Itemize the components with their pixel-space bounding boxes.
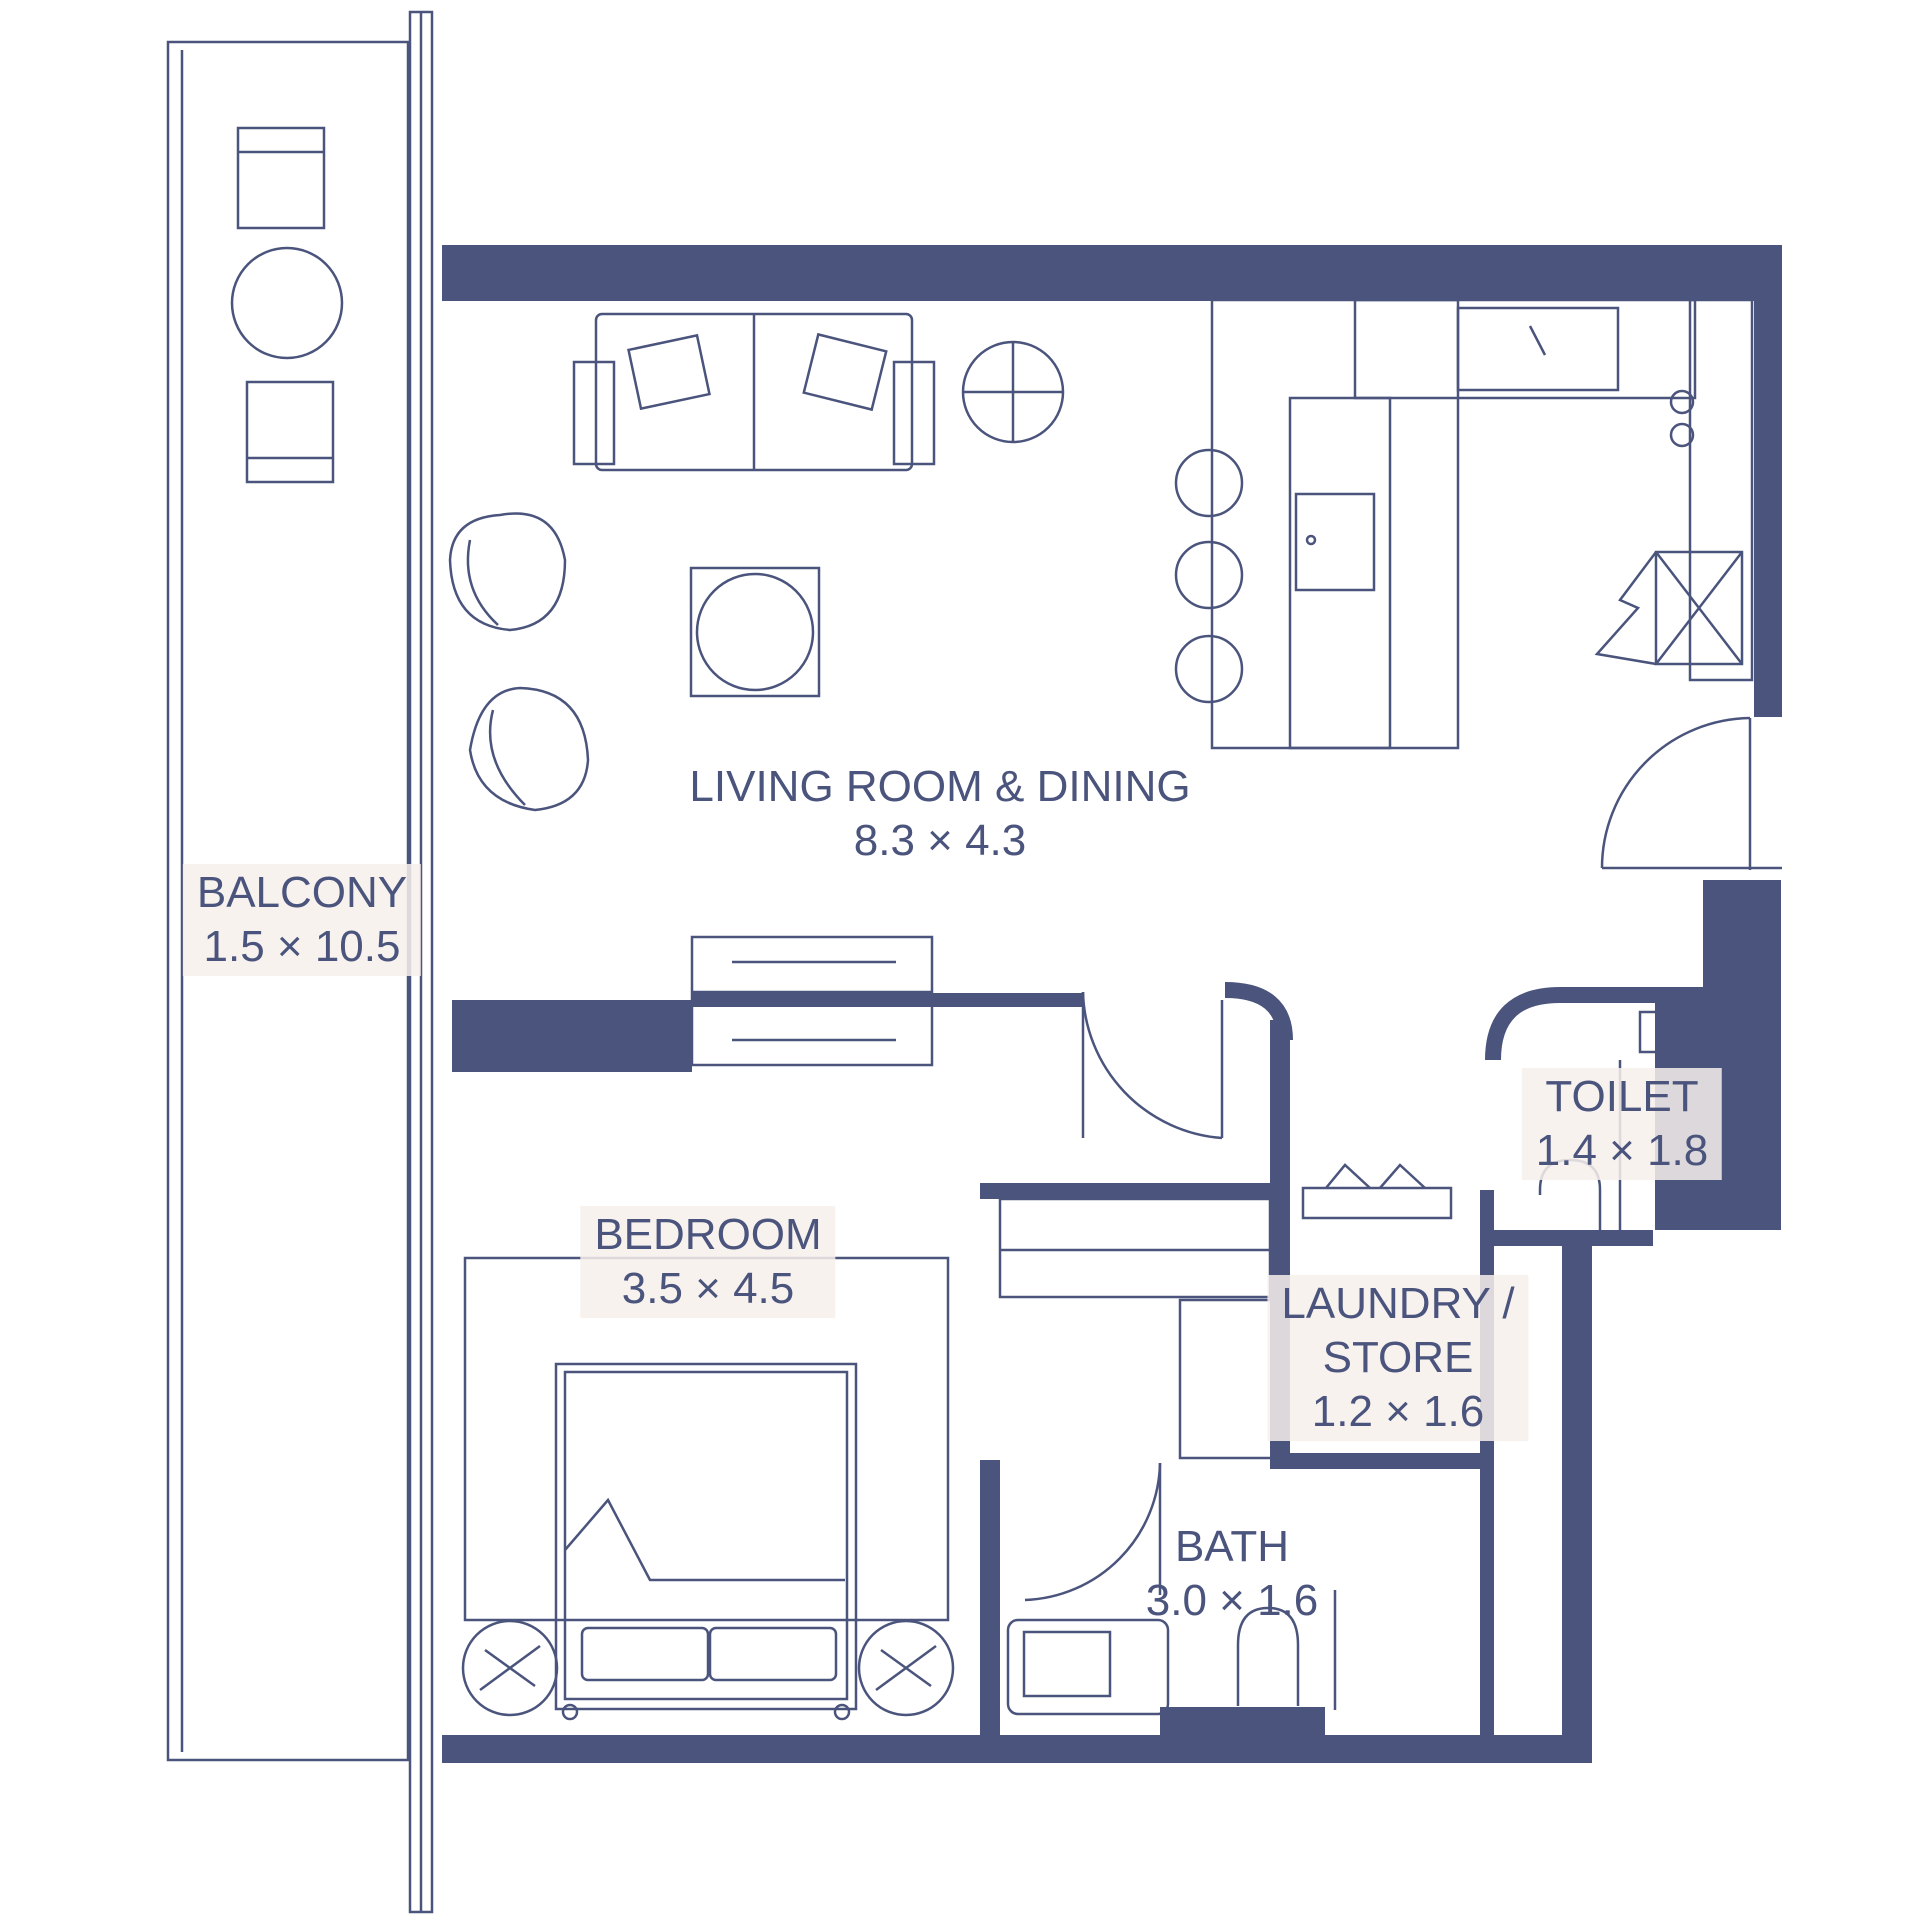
wall-bath-top xyxy=(1270,1453,1480,1469)
bath-vanity xyxy=(1006,1618,1170,1716)
wall-right-upper xyxy=(1754,245,1782,717)
wall-toilet-left xyxy=(1480,1190,1494,1735)
bar-stools xyxy=(1174,448,1244,704)
bath-toilet xyxy=(1236,1590,1337,1710)
wall-toilet-bottom xyxy=(1493,1230,1653,1246)
wardrobe xyxy=(998,1197,1277,1460)
wall-bed-living-left xyxy=(452,1000,692,1072)
balcony-size: 1.5 × 10.5 xyxy=(203,922,401,971)
bedroom-name: BEDROOM xyxy=(594,1210,822,1259)
nightstand-left xyxy=(461,1619,559,1717)
nightstand-right xyxy=(857,1619,955,1717)
balcony-chair-top xyxy=(236,126,326,230)
bedroom-label: BEDROOM 3.5 × 4.5 xyxy=(580,1206,836,1318)
walls xyxy=(442,245,1782,1763)
bath-size: 3.0 × 1.6 xyxy=(1145,1576,1319,1625)
wall-curve-laundry xyxy=(1224,982,1293,1041)
toilet-size: 1.4 × 1.8 xyxy=(1535,1126,1709,1175)
coffee-table xyxy=(689,566,821,698)
bed xyxy=(554,1362,858,1721)
bedroom-size: 3.5 × 4.5 xyxy=(621,1264,795,1313)
wall-wardrobe-top xyxy=(980,1183,1270,1199)
tv-console xyxy=(690,935,934,1067)
bath-label: BATH 3.0 × 1.6 xyxy=(1146,1520,1318,1628)
toilet-name: TOILET xyxy=(1545,1072,1699,1121)
kitchen-counter xyxy=(1353,298,1754,682)
living-room-size: 8.3 × 4.3 xyxy=(853,816,1027,865)
laundry-label: LAUNDRY / STORE 1.2 × 1.6 xyxy=(1267,1275,1529,1441)
fridge xyxy=(1594,550,1744,666)
kitchen-island xyxy=(1210,298,1460,750)
armchair-2 xyxy=(468,686,590,812)
laundry-size: 1.2 × 1.6 xyxy=(1311,1387,1485,1436)
laundry-shelves xyxy=(1301,1163,1453,1220)
bedroom-door xyxy=(1081,991,1224,1140)
armchair-1 xyxy=(448,512,567,632)
bath-door xyxy=(1024,1462,1162,1602)
wall-right-bottom xyxy=(1562,1245,1592,1763)
laundry-name: LAUNDRY / xyxy=(1281,1279,1515,1328)
balcony-label: BALCONY 1.5 × 10.5 xyxy=(182,864,422,976)
sofa xyxy=(572,312,936,472)
bath-name: BATH xyxy=(1174,1522,1290,1571)
laundry-name-2: STORE xyxy=(1322,1333,1474,1382)
balcony-table xyxy=(230,246,344,360)
living-room-name: LIVING ROOM & DINING xyxy=(689,762,1191,811)
balcony-chair-bottom xyxy=(245,380,335,484)
side-table xyxy=(961,340,1065,444)
entry-door xyxy=(1600,716,1782,870)
wall-bath-left xyxy=(980,1460,1000,1735)
wall-bed-living xyxy=(692,993,1084,1007)
balcony-name: BALCONY xyxy=(196,868,408,917)
toilet-label: TOILET 1.4 × 1.8 xyxy=(1521,1068,1723,1180)
wall-curve-toilet xyxy=(1485,987,1705,1061)
wall-top xyxy=(442,245,1782,301)
bath-counter-base xyxy=(1160,1707,1325,1737)
wall-bottom xyxy=(442,1735,1592,1763)
living-room-label: LIVING ROOM & DINING 8.3 × 4.3 xyxy=(689,760,1190,868)
